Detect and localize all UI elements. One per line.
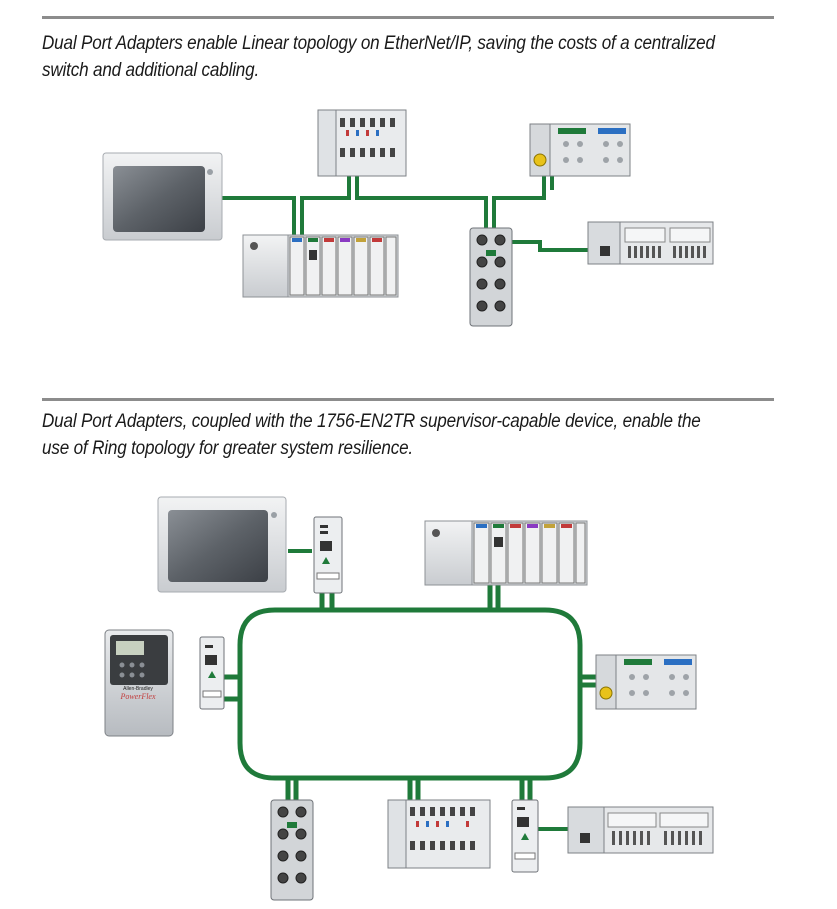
hmi-terminal-icon bbox=[157, 496, 287, 593]
ring-topology-diagram: Allen-Bradley PowerFlex bbox=[104, 496, 714, 901]
compact-io-rack-icon bbox=[567, 806, 714, 854]
caption-line: switch and additional cabling. bbox=[42, 60, 260, 81]
ring-network-cable bbox=[222, 549, 596, 831]
linear-topology-caption: Dual Port Adapters enable Linear topolog… bbox=[42, 30, 726, 84]
linear-topology-diagram bbox=[102, 109, 714, 327]
middle-divider bbox=[42, 398, 774, 401]
caption-line: use of Ring topology for greater system … bbox=[42, 438, 414, 459]
controllogix-chassis-icon bbox=[424, 520, 588, 586]
controllogix-chassis-icon bbox=[242, 234, 399, 298]
drive-ethernet-adapter-icon bbox=[199, 636, 225, 710]
drive-model-label: PowerFlex bbox=[119, 692, 156, 701]
compact-ethernet-adapter-icon bbox=[511, 799, 539, 873]
armorpoint-io-icon bbox=[469, 227, 513, 327]
powerflex-drive-icon: Allen-Bradley PowerFlex bbox=[104, 629, 174, 737]
ring-topology-caption: Dual Port Adapters, coupled with the 175… bbox=[42, 408, 726, 462]
en2tr-adapter-icon bbox=[313, 516, 343, 594]
caption-line: Dual Port Adapters enable Linear topolog… bbox=[42, 33, 715, 54]
point-io-module-icon bbox=[387, 799, 491, 869]
drive-brand-label: Allen-Bradley bbox=[123, 686, 153, 692]
caption-line: Dual Port Adapters, coupled with the 175… bbox=[42, 411, 701, 432]
point-io-module-icon bbox=[317, 109, 407, 177]
compact-io-rack-icon bbox=[587, 221, 714, 265]
armor-io-block-icon bbox=[529, 123, 631, 177]
armor-io-block-icon bbox=[595, 654, 697, 710]
ethernet-cables bbox=[222, 174, 588, 252]
hmi-terminal-icon bbox=[102, 152, 223, 241]
armorpoint-io-icon bbox=[270, 799, 314, 901]
top-divider bbox=[42, 16, 774, 19]
